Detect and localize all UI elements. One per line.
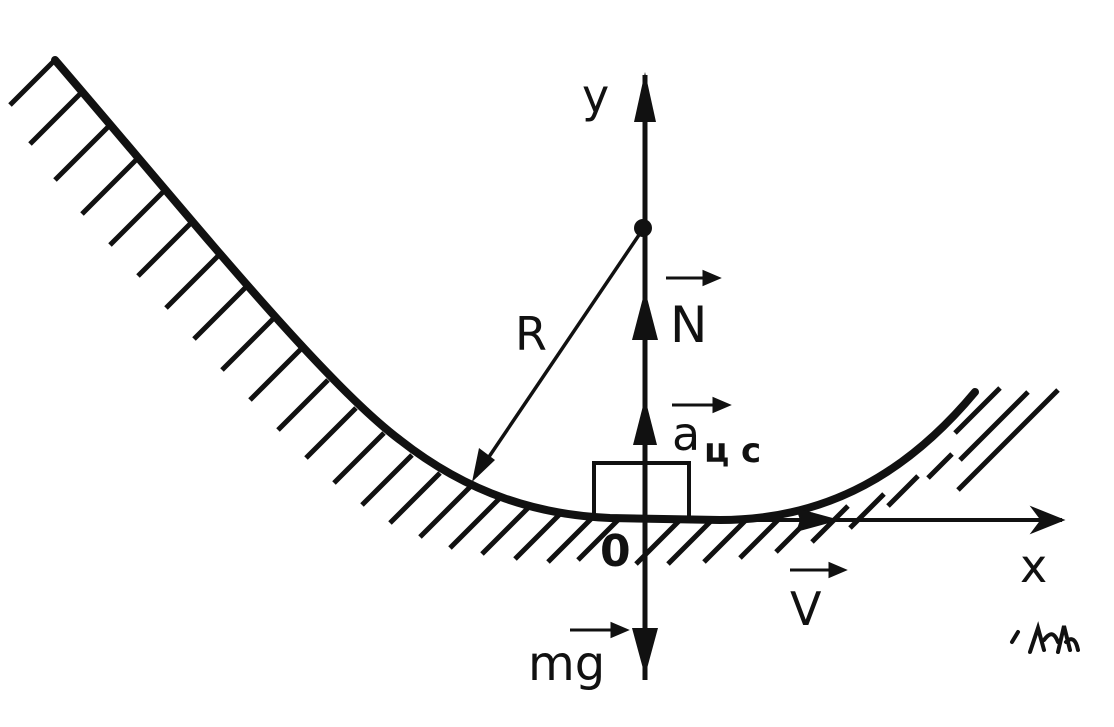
centripetal-accel-label: a (672, 407, 700, 461)
y-axis-label: y (582, 69, 609, 123)
x-axis-label: x (1020, 539, 1047, 593)
centripetal-accel-subscript: ц с (704, 431, 761, 471)
radius-line (474, 231, 643, 477)
track-curve (51, 56, 979, 525)
block-body (592, 461, 691, 520)
vector-overbars (570, 269, 848, 639)
velocity-label: V (790, 582, 822, 636)
signature-mark (1010, 621, 1080, 654)
y-axis-arrowhead (634, 72, 656, 122)
centripetal-accel-arrowhead (633, 398, 657, 445)
origin-label: 0 (600, 526, 631, 577)
normal-force-arrowhead (632, 290, 658, 340)
radius-label: R (515, 307, 547, 361)
weight-label: mg (528, 636, 605, 692)
curvature-center-dot (634, 219, 652, 237)
normal-force-label: N (670, 296, 707, 354)
radius-arrowhead (472, 448, 495, 482)
surface-hatching (8, 58, 1060, 566)
weight-arrowhead (632, 628, 658, 676)
velocity-arrowhead (796, 508, 840, 532)
